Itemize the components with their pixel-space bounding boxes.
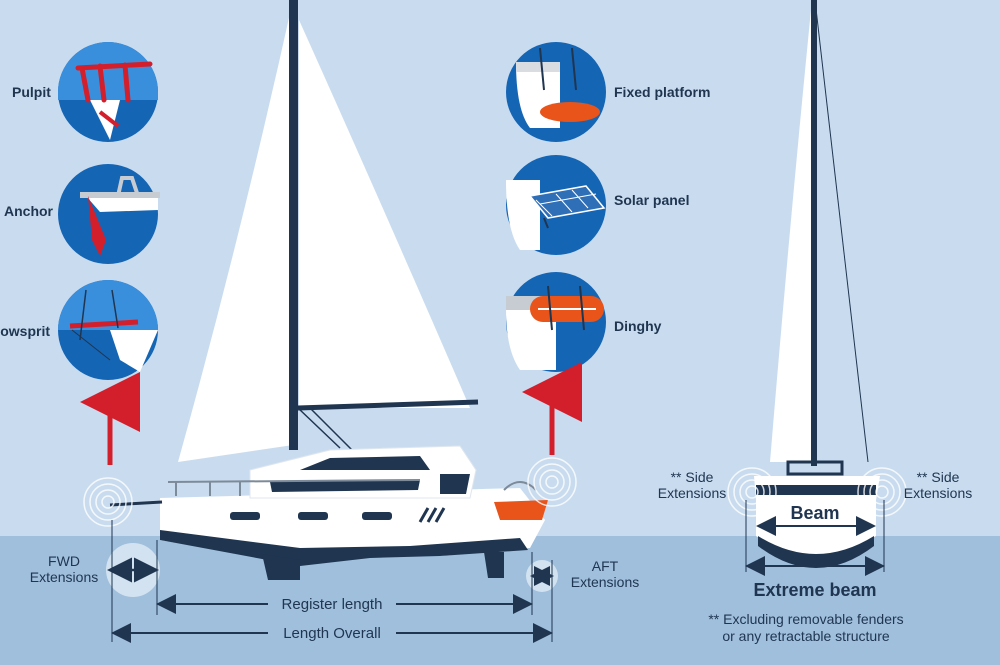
footnote-line1: ** Excluding removable fenders [708, 611, 903, 627]
aft-wave-rings [527, 457, 577, 507]
pulpit-circle [58, 42, 158, 142]
mast [289, 0, 298, 450]
main-sail [299, 20, 470, 408]
label-length-overall: Length Overall [283, 625, 381, 642]
boom [297, 399, 479, 411]
label-solar-panel: Solar panel [614, 192, 689, 208]
label-fixed-platform: Fixed platform [614, 84, 710, 100]
fixed-platform-circle [506, 42, 606, 142]
label-extreme-beam: Extreme beam [753, 580, 876, 600]
hull-bottom [160, 530, 528, 566]
label-bowsprit: Bowsprit [0, 323, 50, 339]
label-aft-line1: AFT [592, 558, 619, 574]
label-register-length: Register length [282, 596, 383, 613]
anchor-circle [58, 164, 160, 264]
label-beam: Beam [790, 503, 839, 523]
solar-panel-circle [506, 155, 606, 255]
label-dinghy: Dinghy [614, 318, 662, 334]
label-side-right-line2: Extensions [904, 485, 972, 501]
label-side-left-line2: Extensions [658, 485, 726, 501]
jib-sail [178, 0, 293, 462]
footnote-line2: or any retractable structure [722, 628, 890, 644]
bowsprit-circle [58, 280, 158, 380]
label-fwd-line1: FWD [48, 553, 80, 569]
label-aft-line2: Extensions [571, 574, 639, 590]
fwd-wave-rings [83, 477, 133, 527]
side-left-wave-rings [727, 467, 777, 517]
label-anchor: Anchor [4, 203, 54, 219]
label-pulpit: Pulpit [12, 84, 51, 100]
catamaran-side-view [109, 0, 548, 580]
label-fwd-line2: Extensions [30, 569, 98, 585]
dinghy-circle [506, 272, 606, 372]
label-side-left-line1: ** Side [671, 469, 714, 485]
label-side-right-line1: ** Side [917, 469, 960, 485]
side-right-wave-rings [857, 467, 907, 517]
